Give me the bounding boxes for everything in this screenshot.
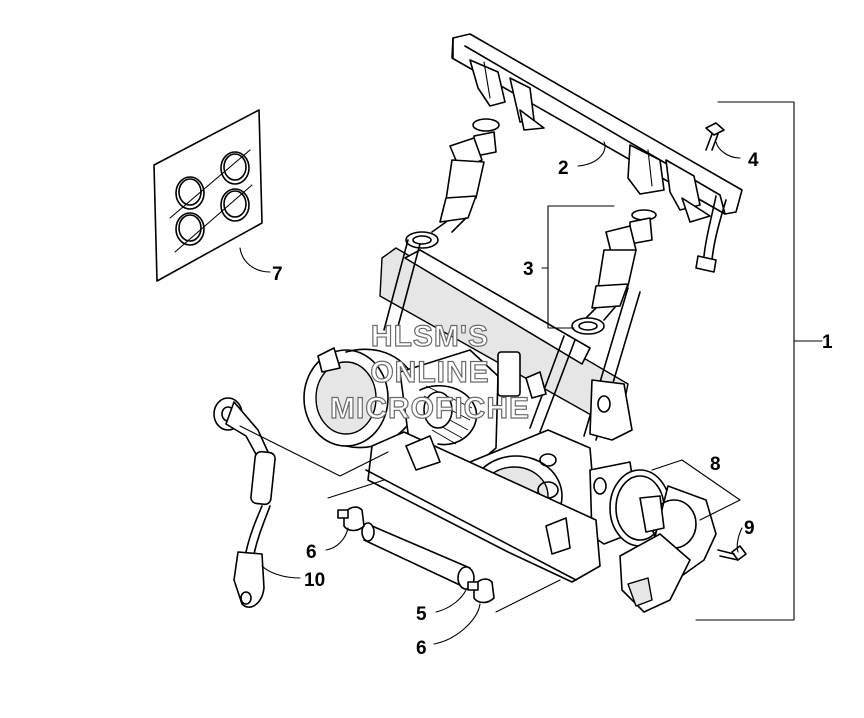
- callout-3: 3: [523, 259, 534, 280]
- hose: [361, 522, 475, 590]
- callouts: 1 2 3 4 5 6 6 7 8 9 10: [272, 150, 833, 659]
- callout-6-upper: 6: [306, 542, 317, 563]
- gasket-sheet: [153, 109, 263, 282]
- watermark: HLSM'S ONLINE MICROFICHE: [329, 319, 530, 425]
- throttle-body: [303, 239, 641, 583]
- hose-clamp-lower: [467, 578, 495, 604]
- fuel-injector-lower: [571, 209, 657, 335]
- screw-4: [705, 122, 725, 151]
- fuel-injector-upper: [405, 118, 500, 249]
- callout-4: 4: [748, 150, 759, 171]
- callout-6-lower: 6: [416, 638, 427, 659]
- callout-10: 10: [304, 570, 325, 591]
- watermark-line-3: MICROFICHE: [330, 392, 530, 425]
- callout-5: 5: [416, 604, 427, 625]
- cable-link: [213, 397, 276, 608]
- callout-7: 7: [272, 264, 283, 285]
- throttle-position-sensor: [619, 485, 717, 613]
- callout-8: 8: [710, 454, 721, 475]
- callout-1: 1: [822, 332, 833, 353]
- callout-9: 9: [744, 518, 755, 539]
- watermark-line-1: HLSM'S: [371, 320, 489, 353]
- callout-2: 2: [558, 158, 569, 179]
- leader-lines: [239, 101, 823, 645]
- hose-clamp-upper: [337, 506, 365, 532]
- screw-9: [717, 545, 747, 561]
- watermark-line-2: ONLINE: [370, 356, 489, 389]
- fuel-rail: [451, 33, 743, 273]
